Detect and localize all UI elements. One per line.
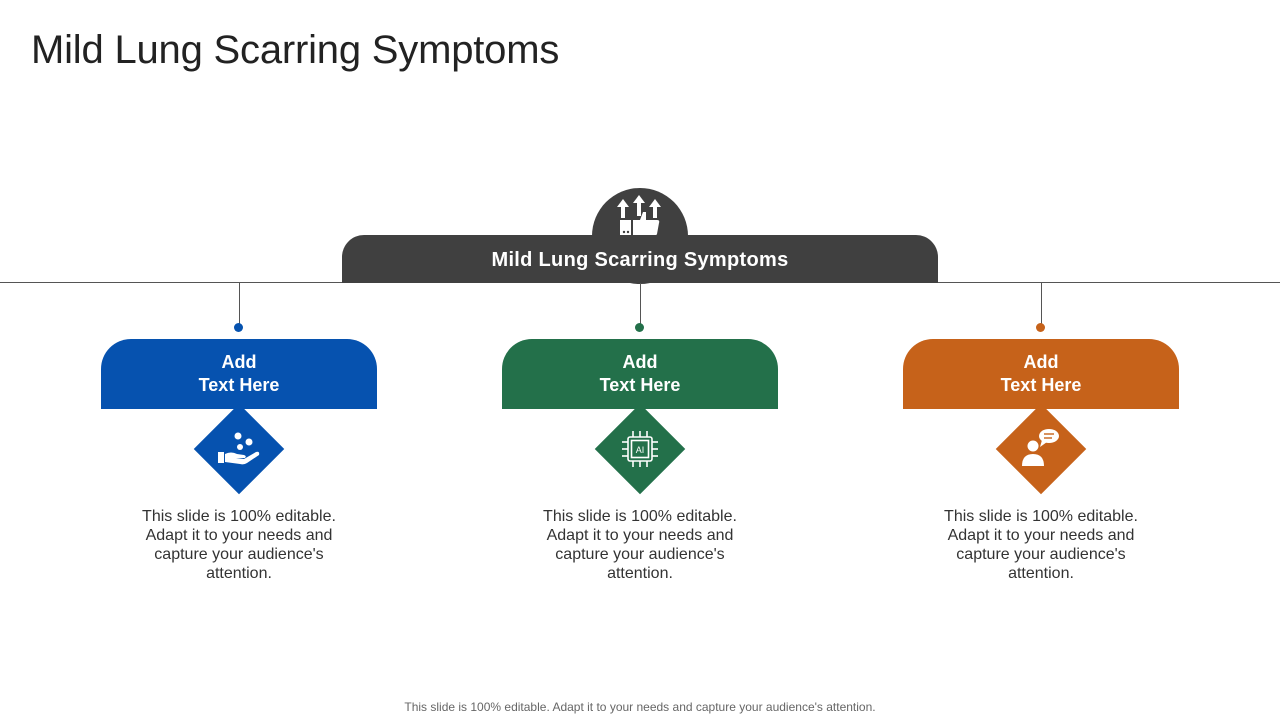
card-description-2: This slide is 100% editable. Adapt it to…	[543, 508, 737, 582]
ai-chip-label: AI	[636, 445, 645, 455]
hand-coins-icon	[218, 432, 260, 465]
hub-title-bar: Mild Lung Scarring Symptoms	[342, 235, 938, 283]
ai-chip-icon: AI	[622, 431, 658, 467]
connector-dot-2	[635, 323, 644, 332]
connector-dot-3	[1036, 323, 1045, 332]
card-heading-3: Add Text Here	[903, 339, 1179, 409]
card-description-1: This slide is 100% editable. Adapt it to…	[142, 508, 336, 582]
hub-label: Mild Lung Scarring Symptoms	[491, 248, 789, 271]
card-description-3: This slide is 100% editable. Adapt it to…	[944, 508, 1138, 582]
card-heading-2: Add Text Here	[502, 339, 778, 409]
connector-dot-1	[234, 323, 243, 332]
thumbs-up-growth-icon	[617, 195, 661, 237]
card-heading-line2: Text Here	[599, 375, 681, 395]
card-heading-line1: Add	[1023, 352, 1059, 372]
card-heading-1: Add Text Here	[101, 339, 377, 409]
card-heading-line1: Add	[221, 352, 257, 372]
card-heading-line2: Text Here	[198, 375, 280, 395]
slide-footer: This slide is 100% editable. Adapt it to…	[404, 700, 876, 714]
slide-title: Mild Lung Scarring Symptoms	[31, 28, 560, 72]
connector-line-1	[239, 283, 240, 327]
card-heading-line2: Text Here	[1000, 375, 1082, 395]
connector-line-3	[1041, 283, 1042, 327]
card-heading-line1: Add	[622, 352, 658, 372]
connector-line-2	[640, 283, 641, 327]
person-speech-bubble-icon	[1022, 429, 1059, 466]
